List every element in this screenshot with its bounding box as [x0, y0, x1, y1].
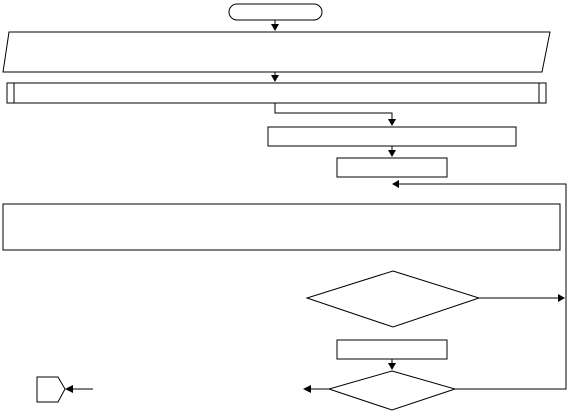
start-terminator [228, 3, 323, 21]
connector-process-4-to-decision-2 [388, 359, 396, 370]
process-box-3 [2, 203, 561, 251]
connector-process-1-to-process-2 [388, 146, 396, 157]
process-box-4 [336, 339, 448, 360]
connector-start-to-input [271, 20, 279, 31]
decision-diamond-1 [305, 270, 481, 328]
connector-input-to-subprocess [271, 72, 279, 82]
process-box-2 [336, 157, 448, 178]
off-page-connector [36, 376, 66, 403]
connector-into-off-page-connector [65, 385, 93, 393]
input-parallelogram [2, 31, 551, 73]
process-box-1 [267, 126, 517, 147]
connector-decision-1-to-right [479, 294, 565, 302]
subprocess-box [6, 82, 547, 104]
connector-decision-2-to-left [303, 385, 329, 393]
connector-loop-back [392, 180, 567, 390]
decision-diamond-2 [327, 370, 457, 411]
connector-subprocess-to-process-1 [274, 103, 396, 126]
